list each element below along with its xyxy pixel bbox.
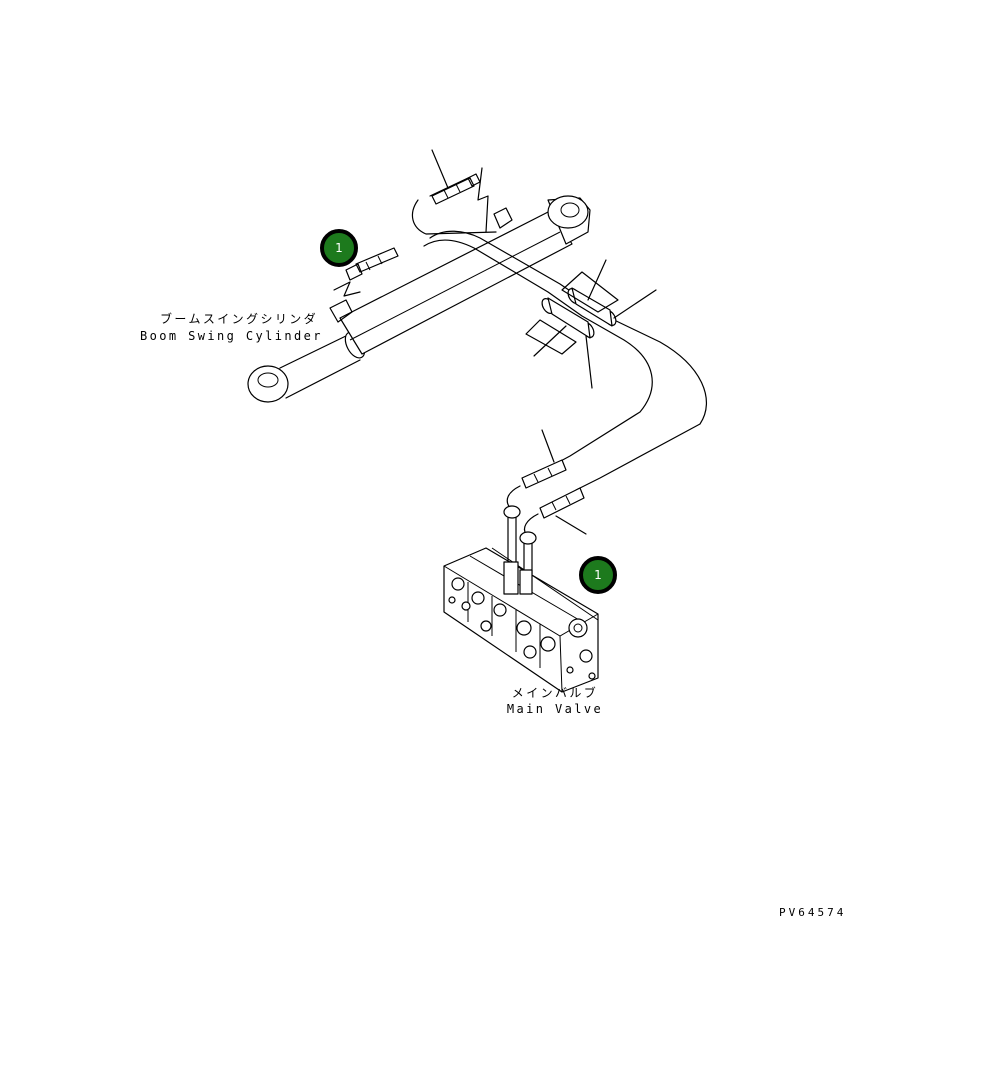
boom-swing-cylinder-label-jp: ブームスイングシリンダ: [160, 312, 319, 326]
main-valve: [443, 547, 599, 693]
main-hoses: [423, 230, 708, 491]
left-fitting: [333, 247, 399, 297]
boom-swing-cylinder-label-en: Boom Swing Cylinder: [140, 329, 323, 343]
boom-swing-cylinder: [247, 195, 591, 403]
main-valve-label-jp: メインバルブ: [511, 686, 599, 700]
main-valve-label-en: Main Valve: [506, 702, 604, 716]
callout-badge-1[interactable]: 1: [320, 229, 358, 267]
valve-fittings: [503, 429, 587, 575]
upper-hose: [411, 149, 497, 235]
drawing-code: PV64574: [779, 906, 847, 919]
callout-badge-1[interactable]: 1: [579, 556, 617, 594]
